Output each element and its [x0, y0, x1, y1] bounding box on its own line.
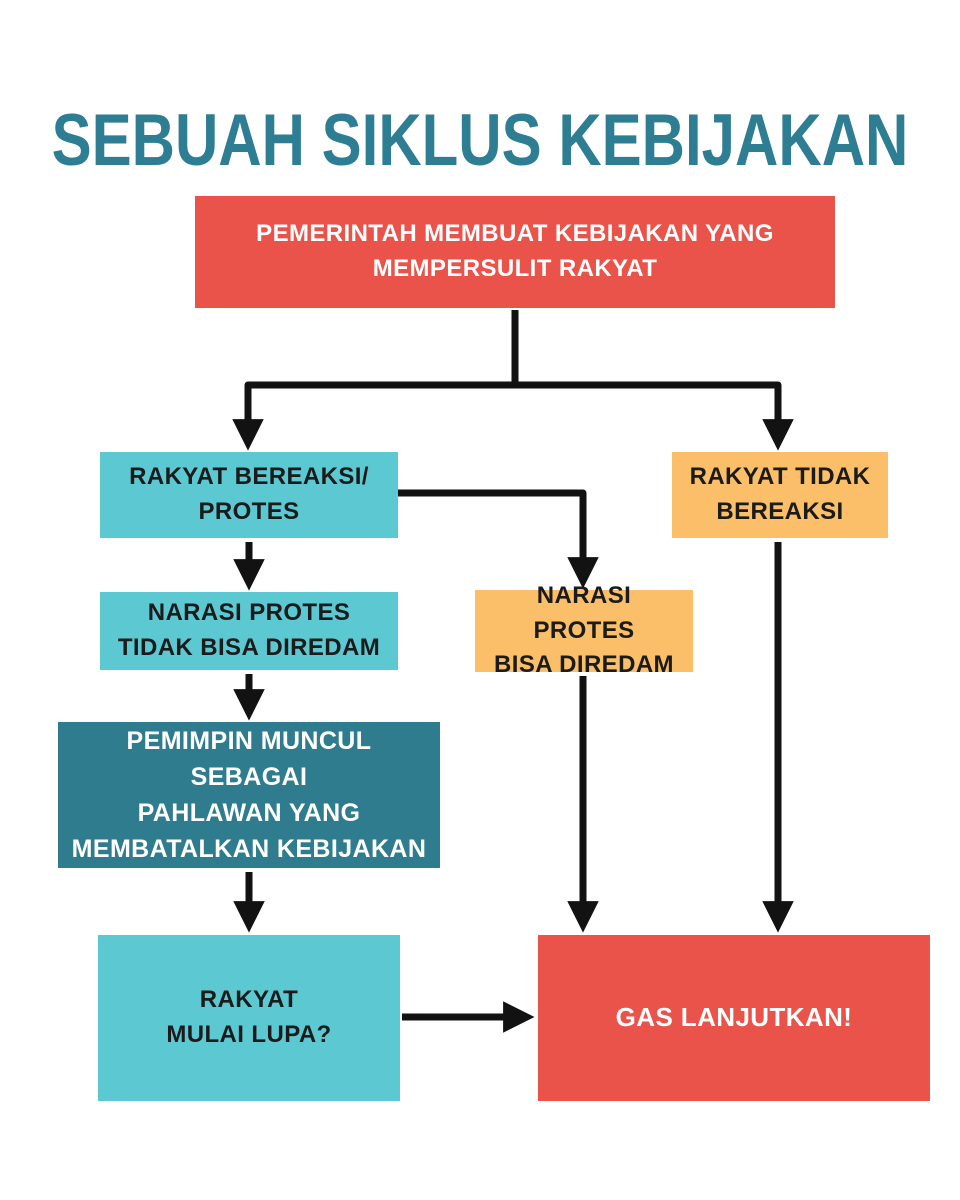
arrow-react-to-narasi-bisa	[398, 489, 599, 589]
node-people-forget: RAKYAT MULAI LUPA?	[98, 935, 400, 1101]
arrow-policy-to-react	[232, 381, 515, 451]
node-people-no-react: RAKYAT TIDAK BEREAKSI	[672, 452, 888, 538]
arrow-policy-to-noreact	[515, 381, 794, 451]
page-title: SEBUAH SIKLUS KEBIJAKAN	[51, 98, 909, 181]
node-gas-lanjutkan: GAS LANJUTKAN!	[538, 935, 930, 1101]
node-narasi-suppressed: NARASI PROTES BISA DIREDAM	[475, 582, 693, 678]
node-policy: PEMERINTAH MEMBUAT KEBIJAKAN YANG MEMPER…	[195, 196, 835, 308]
node-narasi-not-suppressed: NARASI PROTES TIDAK BISA DIREDAM	[100, 592, 398, 670]
node-leader-hero: PEMIMPIN MUNCUL SEBAGAI PAHLAWAN YANG ME…	[58, 722, 440, 868]
node-people-react: RAKYAT BEREAKSI/ PROTES	[100, 452, 398, 538]
